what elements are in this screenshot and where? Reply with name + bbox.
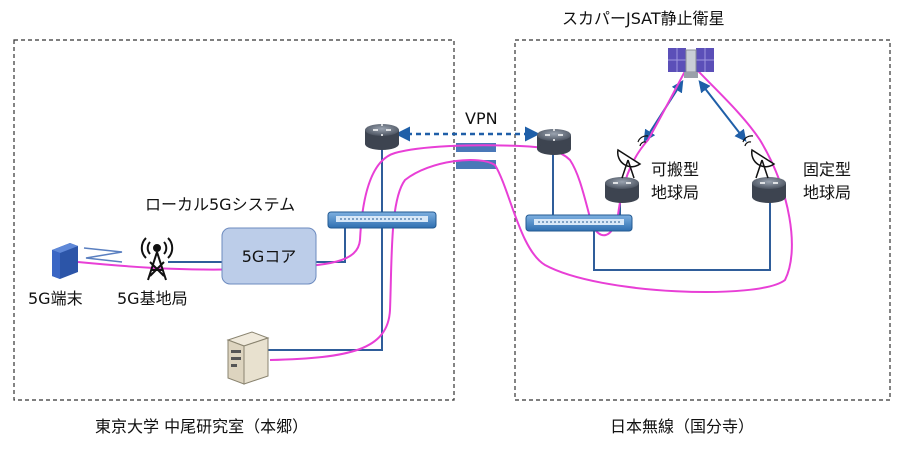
server-icon (226, 331, 270, 385)
switch-left (327, 211, 437, 229)
local5g-label: ローカル5Gシステム (145, 195, 295, 214)
satellite-label: スカパーJSAT静止衛星 (562, 9, 725, 28)
fixed-station-label-1: 固定型 (803, 160, 851, 179)
wireless-link (83, 247, 123, 263)
left-caption: 東京大学 中尾研究室（本郷） (95, 417, 308, 436)
traffic-path (77, 60, 793, 361)
router-right (537, 129, 571, 155)
right-caption: 日本無線（国分寺） (610, 417, 754, 436)
satellite-icon (668, 48, 714, 78)
region-box-jrc (514, 39, 891, 401)
core-label: 5Gコア (242, 247, 297, 266)
terminal-label: 5G端末 (28, 289, 83, 308)
router-portable-station (605, 177, 639, 203)
satellite-dish-icon (616, 135, 649, 179)
base-station-label: 5G基地局 (117, 289, 188, 308)
portable-station-label-2: 地球局 (651, 183, 699, 202)
satellite-dish-icon (742, 135, 776, 179)
vpn-label: VPN (465, 109, 498, 128)
portable-station-label-1: 可搬型 (651, 160, 699, 179)
antenna-tower-icon (140, 237, 174, 281)
router-left (365, 124, 399, 150)
region-box-tokyo (13, 39, 455, 401)
core-box (221, 227, 317, 285)
switch-right (525, 214, 633, 232)
satellite-link-fixed (698, 80, 747, 142)
fixed-station-label-2: 地球局 (803, 183, 851, 202)
terminal-device-icon (52, 243, 78, 279)
router-fixed-station (752, 177, 786, 203)
